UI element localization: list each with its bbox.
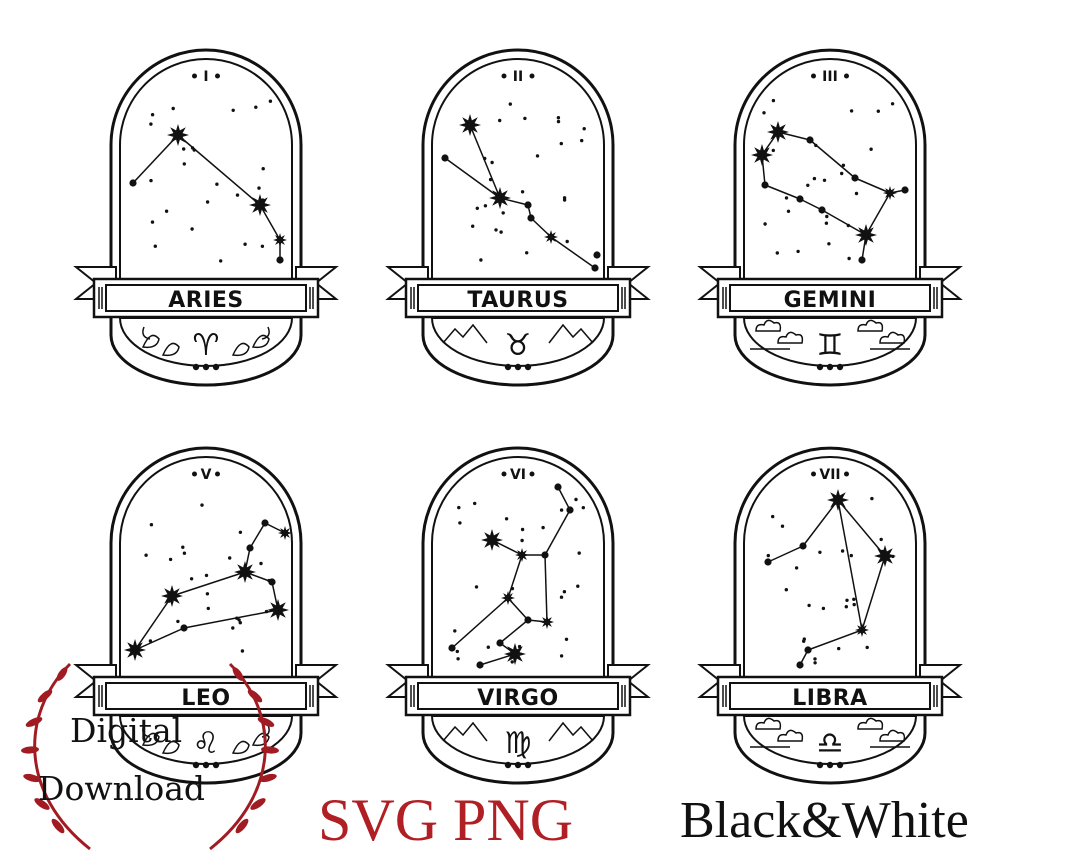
constellation-taurus [441,114,601,272]
mountains-decoration-icon [442,323,594,344]
sign-name-label: GEMINI [784,288,877,313]
laurel-wreath-icon [21,662,279,851]
ribbon-banner [73,664,339,717]
sign-name-label: LEO [181,686,230,711]
zodiac-glyph-icon: ♉ [505,328,532,363]
zodiac-card-aries: I ARIES ♈ [73,48,339,387]
zodiac-card-libra: VII LIBRA ♎ [697,446,963,785]
zodiac-glyph-icon: ♊ [817,328,844,363]
sign-name-label: LIBRA [792,686,867,711]
leaves-decoration-icon [141,326,270,357]
badge-line-digital: Digital [70,711,183,750]
zodiac-card-gemini: III GEMINI ♊ [697,48,963,387]
badge-line-download: Download [38,769,206,808]
format-label: SVG PNG [318,787,574,853]
ribbon-banner [385,664,651,717]
color-mode-label: Black&White [680,792,969,849]
mountains-decoration-icon [442,721,594,742]
card-numeral: VII [819,467,840,483]
constellation-libra [764,489,896,669]
card-numeral: III [822,69,838,85]
zodiac-glyph-icon: ♈ [193,328,220,363]
zodiac-glyph-icon: ♎ [817,726,844,761]
clouds-decoration-icon [750,717,910,748]
constellation-gemini [751,121,909,264]
constellation-leo [124,519,292,661]
card-numeral: VI [510,467,526,483]
ribbon-banner [73,266,339,319]
ribbon-banner [697,664,963,717]
card-numeral: V [201,467,212,483]
zodiac-card-taurus: II TAURUS ♉ [385,48,651,387]
sign-name-label: ARIES [168,288,244,313]
zodiac-card-virgo: VI VIRGO ♍ [385,446,651,785]
zodiac-glyph-icon: ♍ [505,726,532,761]
sign-name-label: TAURUS [467,288,568,313]
ribbon-banner [385,266,651,319]
sign-name-label: VIRGO [477,686,558,711]
constellation-virgo [448,483,574,669]
clouds-decoration-icon [750,319,910,350]
card-numeral: I [203,69,208,85]
zodiac-card-leo: V LEO ♌ [73,446,339,785]
zodiac-glyph-icon: ♌ [193,726,220,761]
ribbon-banner [697,266,963,319]
constellation-aries [129,124,287,264]
card-numeral: II [513,69,523,85]
